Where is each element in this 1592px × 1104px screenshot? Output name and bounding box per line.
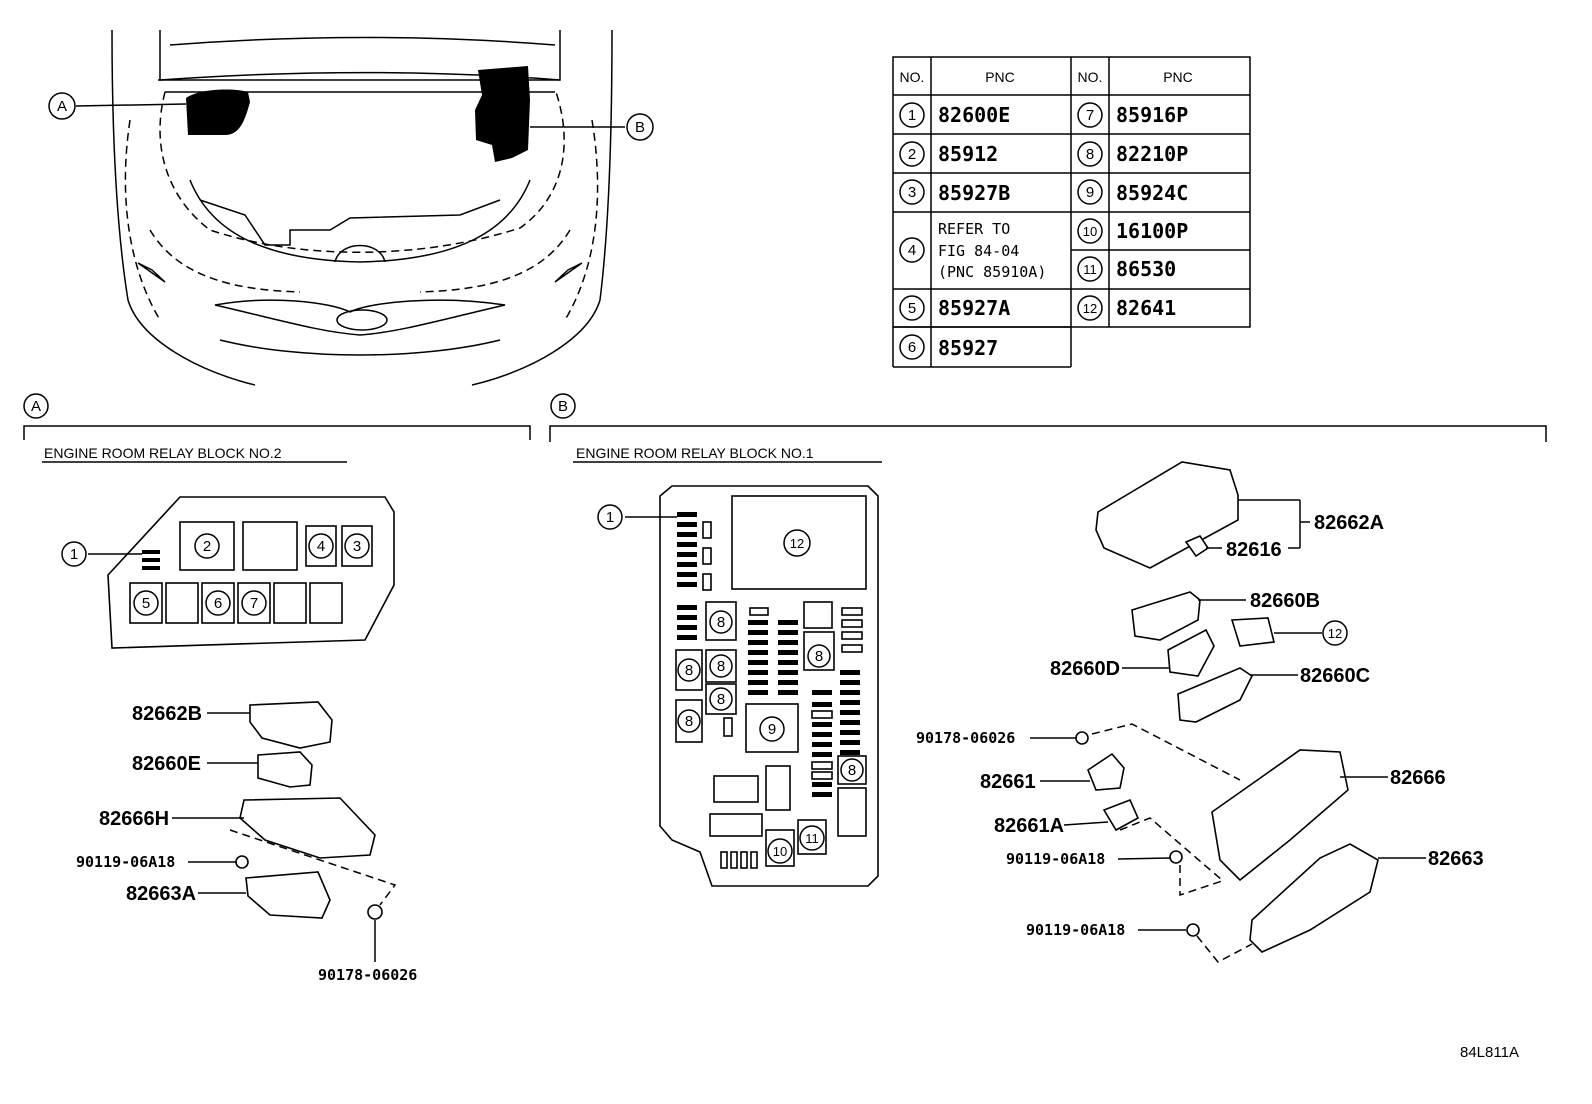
- header-no-right: NO.: [1078, 69, 1103, 85]
- part-label: 82666H: [99, 808, 169, 830]
- block-b-number: 8: [848, 762, 856, 779]
- part-label: 82660C: [1300, 665, 1370, 687]
- block-a-number: 6: [214, 595, 222, 612]
- section-a: A ENGINE ROOM RELAY BLOCK NO.2 1 2 3 4 5…: [23, 393, 531, 984]
- fuse-strip-center: [748, 620, 860, 797]
- part-label: 82660D: [1050, 658, 1120, 680]
- block-b-number: 8: [717, 658, 725, 675]
- part-label: 82662B: [132, 703, 202, 725]
- block-b-number: 1: [606, 509, 614, 526]
- part-label: 82660B: [1250, 590, 1320, 612]
- row-no: 6: [908, 339, 916, 356]
- block-a-number: 7: [250, 595, 258, 612]
- row-no: 4: [908, 242, 916, 259]
- part-label: 82663A: [126, 883, 196, 905]
- row-pnc: 85916P: [1116, 103, 1188, 127]
- block-a-number: 5: [142, 595, 150, 612]
- row-ref-line: FIG 84-04: [938, 242, 1019, 260]
- block-b-number: 8: [717, 614, 725, 631]
- row-no: 3: [908, 184, 916, 201]
- row-no: 1: [908, 107, 916, 124]
- part-label: 82661: [980, 771, 1036, 793]
- row-no: 11: [1083, 262, 1097, 277]
- row-no: 5: [908, 300, 916, 317]
- callout-a: A: [57, 98, 67, 115]
- header-pnc-right: PNC: [1163, 69, 1193, 85]
- block-a-number: 1: [70, 546, 78, 563]
- pnc-table: NO. PNC NO. PNC 1 82600E 2 85912 3 85927…: [892, 56, 1251, 368]
- row-pnc: 82641: [1116, 296, 1176, 320]
- part-label: 90119-06A18: [1026, 921, 1125, 939]
- row-pnc: 85924C: [1116, 181, 1188, 205]
- row-no: 8: [1086, 146, 1094, 163]
- car-front-overview: A B: [48, 29, 654, 386]
- part-callout: 12: [1328, 626, 1342, 641]
- row-no: 9: [1086, 184, 1094, 201]
- part-label: 82663: [1428, 848, 1484, 870]
- row-pnc: 85927B: [938, 181, 1010, 205]
- part-label: 90178-06026: [916, 729, 1015, 747]
- section-a-marker: A: [31, 398, 41, 415]
- row-pnc: 16100P: [1116, 219, 1188, 243]
- row-pnc: 85927: [938, 336, 998, 360]
- row-no: 12: [1083, 301, 1097, 316]
- block-a-number: 2: [203, 538, 211, 555]
- row-no: 7: [1086, 107, 1094, 124]
- block-b-number: 9: [768, 721, 776, 738]
- part-label: 82666: [1390, 767, 1446, 789]
- block-b-number: 12: [790, 536, 804, 551]
- row-pnc: 85912: [938, 142, 998, 166]
- row-ref-line: (PNC 85910A): [938, 263, 1046, 281]
- header-no-left: NO.: [900, 69, 925, 85]
- figure-code: 84L811A: [1460, 1044, 1519, 1061]
- header-pnc-left: PNC: [985, 69, 1015, 85]
- row-pnc: 82210P: [1116, 142, 1188, 166]
- block-b-number: 10: [773, 844, 787, 859]
- part-label: 82662A: [1314, 512, 1384, 534]
- relay-block-a-location: [186, 89, 250, 135]
- row-no: 10: [1083, 224, 1097, 239]
- part-label: 90119-06A18: [76, 853, 175, 871]
- block-a-number: 4: [317, 538, 325, 555]
- section-b-title: ENGINE ROOM RELAY BLOCK NO.1: [576, 445, 814, 461]
- part-label: 90119-06A18: [1006, 850, 1105, 868]
- block-b-number: 8: [685, 662, 693, 679]
- part-label: 90178-06026: [318, 966, 417, 984]
- row-pnc: 85927A: [938, 296, 1010, 320]
- section-b-marker: B: [558, 398, 568, 415]
- block-a-number: 3: [353, 538, 361, 555]
- part-label: 82660E: [132, 753, 201, 775]
- part-label: 82616: [1226, 539, 1282, 561]
- section-b: B ENGINE ROOM RELAY BLOCK NO.1: [549, 393, 1547, 963]
- part-label: 82661A: [994, 815, 1064, 837]
- block-b-number: 8: [717, 691, 725, 708]
- block-b-number: 8: [685, 713, 693, 730]
- block-b-number: 8: [815, 648, 823, 665]
- row-no: 2: [908, 146, 916, 163]
- fuse-strip-left: [677, 512, 697, 640]
- row-pnc: 86530: [1116, 257, 1176, 281]
- row-ref-line: REFER TO: [938, 220, 1010, 238]
- block-b-number: 11: [805, 831, 819, 846]
- relay-block-b-location: [475, 66, 530, 162]
- section-a-title: ENGINE ROOM RELAY BLOCK NO.2: [44, 445, 282, 461]
- row-pnc: 82600E: [938, 103, 1010, 127]
- callout-b: B: [635, 119, 645, 136]
